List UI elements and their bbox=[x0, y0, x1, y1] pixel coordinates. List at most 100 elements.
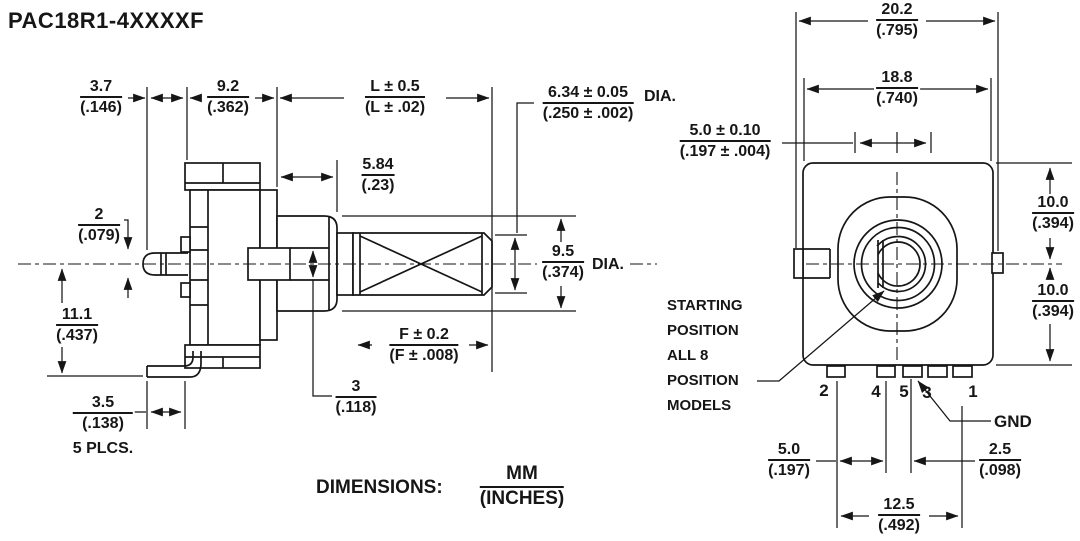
dim-10-0-lower: 10.0 (.394) bbox=[1030, 282, 1076, 321]
dim-2-5-mm: 2.5 bbox=[988, 441, 1012, 458]
dim-6-34-mm: 6.34 ± 0.05 bbox=[548, 84, 628, 101]
units-inches: (INCHES) bbox=[479, 487, 565, 509]
pin-label-5: 5 bbox=[899, 382, 909, 401]
fraction-bar bbox=[72, 412, 134, 415]
dim-5-0: 5.0 (.197) bbox=[766, 441, 812, 480]
dim-6-34-in: (.250 ± .002) bbox=[542, 105, 634, 123]
dim-3-7-in: (.146) bbox=[80, 99, 122, 117]
dim-20-2-mm: 20.2 bbox=[881, 1, 913, 18]
fraction-bar bbox=[679, 140, 771, 143]
dim-20-2: 20.2 (.795) bbox=[874, 1, 920, 40]
dim-3-in: (.118) bbox=[335, 399, 377, 417]
dim-L: L ± 0.5 (L ± .02) bbox=[362, 78, 428, 117]
note-line-2: POSITION bbox=[667, 322, 739, 339]
fraction-bar bbox=[1032, 300, 1074, 303]
fraction-bar bbox=[80, 96, 122, 99]
dim-5-0-tol: 5.0 ± 0.10 (.197 ± .004) bbox=[677, 122, 773, 161]
dim-2-mm: 2 bbox=[94, 206, 104, 223]
dim-5-84-in: (.23) bbox=[361, 177, 395, 195]
dim-11-1: 11.1 (.437) bbox=[54, 306, 100, 345]
dim-5-84-mm: 5.84 bbox=[362, 156, 394, 173]
dim-10-0-upper: 10.0 (.394) bbox=[1030, 194, 1076, 233]
dim-3-5-mm: 3.5 bbox=[91, 394, 115, 411]
dim-F-mm: F ± 0.2 bbox=[399, 326, 449, 343]
fraction-bar bbox=[878, 514, 920, 517]
dim-18-8-mm: 18.8 bbox=[881, 69, 913, 86]
dimension-lines bbox=[47, 12, 1072, 528]
dim-6-34: 6.34 ± 0.05 (.250 ± .002) bbox=[540, 84, 636, 123]
dim-9-5: 9.5 (.374) bbox=[540, 243, 586, 282]
dim-L-mm: L ± 0.5 bbox=[370, 78, 420, 95]
dim-12-5: 12.5 (.492) bbox=[876, 496, 922, 535]
dim-10-0-lower-in: (.394) bbox=[1032, 303, 1074, 321]
dim-L-in: (L ± .02) bbox=[364, 99, 426, 117]
centerlines bbox=[18, 172, 1062, 360]
dim-10-0-upper-mm: 10.0 bbox=[1037, 194, 1069, 211]
fraction-bar bbox=[335, 396, 377, 399]
dim-3-7: 3.7 (.146) bbox=[78, 78, 124, 117]
pin-label-2: 2 bbox=[819, 381, 829, 400]
pin-label-1: 1 bbox=[968, 382, 978, 401]
fraction-bar bbox=[78, 224, 120, 227]
dim-11-1-in: (.437) bbox=[56, 327, 98, 345]
dim-3: 3 (.118) bbox=[333, 378, 379, 417]
part-number-title: PAC18R1-4XXXXF bbox=[8, 8, 205, 33]
dim-9-2: 9.2 (.362) bbox=[205, 78, 251, 117]
starting-position-note: STARTING POSITION ALL 8 POSITION MODELS bbox=[667, 293, 743, 418]
dim-12-5-in: (.492) bbox=[878, 517, 920, 535]
dim-5-0-tol-mm: 5.0 ± 0.10 bbox=[689, 122, 761, 139]
gnd-label: GND bbox=[994, 412, 1032, 431]
fraction-bar bbox=[56, 324, 98, 327]
fraction-bar bbox=[389, 344, 459, 347]
fraction-bar bbox=[979, 459, 1021, 462]
pin-label-4: 4 bbox=[871, 382, 881, 401]
fraction-bar bbox=[1032, 212, 1074, 215]
dim-2: 2 (.079) bbox=[76, 206, 122, 245]
dim-5-84: 5.84 (.23) bbox=[359, 156, 397, 195]
dim-3-5: 3.5 (.138) 5 PLCS. bbox=[70, 394, 136, 457]
dim-10-0-lower-mm: 10.0 bbox=[1037, 282, 1069, 299]
dim-2-5-in: (.098) bbox=[979, 462, 1021, 480]
dim-9-2-in: (.362) bbox=[207, 99, 249, 117]
dim-5-0-in: (.197) bbox=[768, 462, 810, 480]
dim-F-in: (F ± .008) bbox=[389, 347, 459, 365]
dim-F: F ± 0.2 (F ± .008) bbox=[387, 326, 461, 365]
fraction-bar bbox=[364, 96, 426, 99]
front-view-parts bbox=[793, 162, 1004, 378]
note-line-4: POSITION bbox=[667, 372, 739, 389]
dim-18-8: 18.8 (.740) bbox=[874, 69, 920, 108]
pin-label-3: 3 bbox=[922, 383, 932, 402]
dim-18-8-in: (.740) bbox=[876, 90, 918, 108]
dim-6-34-dia-suffix: DIA. bbox=[644, 88, 676, 105]
dim-5-0-tol-in: (.197 ± .004) bbox=[679, 143, 771, 161]
units-fraction: MM (INCHES) bbox=[477, 463, 567, 510]
fraction-bar bbox=[361, 174, 395, 177]
dim-3-mm: 3 bbox=[351, 378, 361, 395]
fraction-bar bbox=[876, 19, 918, 22]
dim-10-0-upper-in: (.394) bbox=[1032, 215, 1074, 233]
dim-9-5-mm: 9.5 bbox=[551, 243, 575, 260]
dim-3-7-mm: 3.7 bbox=[89, 78, 113, 95]
dim-5-0-mm: 5.0 bbox=[777, 441, 801, 458]
dim-3-5-plcs-note: 5 PLCS. bbox=[72, 439, 134, 457]
note-line-3: ALL 8 bbox=[667, 347, 709, 364]
dim-12-5-mm: 12.5 bbox=[883, 496, 915, 513]
units-mm: MM bbox=[506, 463, 538, 484]
dim-3-5-in: (.138) bbox=[82, 415, 124, 433]
fraction-bar bbox=[479, 485, 565, 488]
fraction-bar bbox=[542, 102, 634, 105]
dim-9-5-in: (.374) bbox=[542, 264, 584, 282]
note-line-5: MODELS bbox=[667, 397, 732, 414]
dim-2-in: (.079) bbox=[78, 227, 120, 245]
note-line-1: STARTING bbox=[667, 297, 743, 314]
dim-11-1-mm: 11.1 bbox=[61, 306, 93, 323]
dim-9-5-dia-suffix: DIA. bbox=[592, 256, 624, 273]
dim-2-5: 2.5 (.098) bbox=[977, 441, 1023, 480]
fraction-bar bbox=[542, 261, 584, 264]
dim-20-2-in: (.795) bbox=[876, 22, 918, 40]
dim-9-2-mm: 9.2 bbox=[216, 78, 240, 95]
fraction-bar bbox=[207, 96, 249, 99]
fraction-bar bbox=[768, 459, 810, 462]
